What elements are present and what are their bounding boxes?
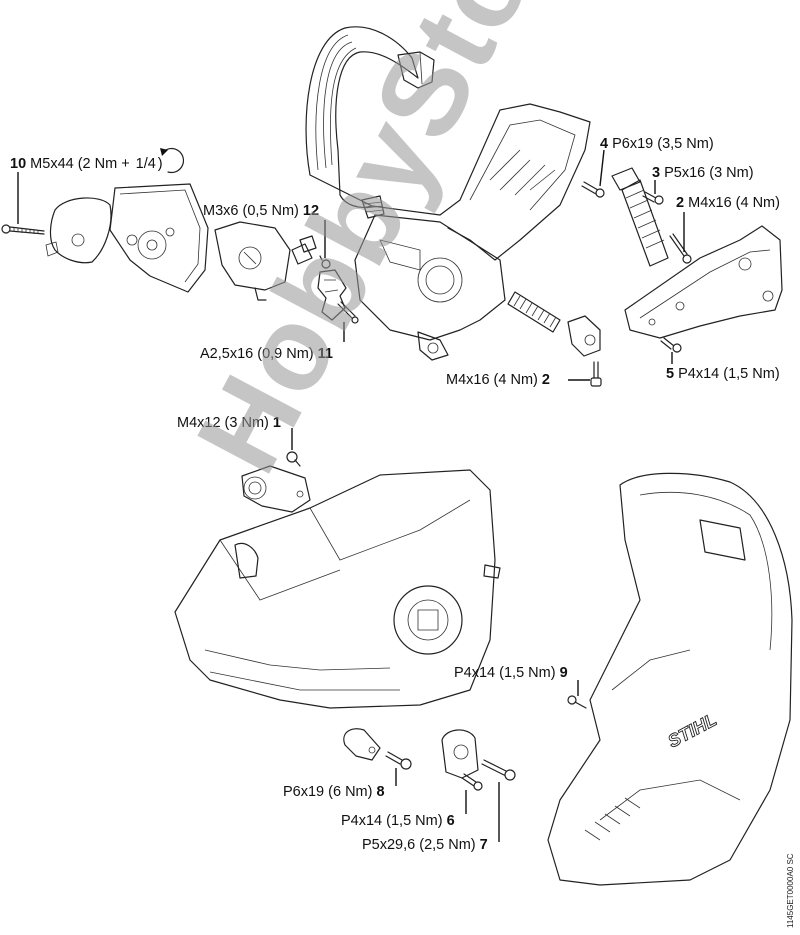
callout-spec: P5x16 (3 Nm): [664, 165, 754, 181]
screw-2-upper: [669, 233, 692, 264]
callout-tail: ): [157, 156, 163, 172]
callout-spec: M4x16 (4 Nm): [446, 372, 538, 388]
callout-num: 2: [541, 372, 550, 388]
callout-num: 5: [666, 366, 675, 382]
drawing-code: 1145GET0000A0 SC: [786, 853, 795, 928]
callout-num: 11: [317, 346, 334, 362]
callout-12: M3x6 (0,5 Nm) 12: [203, 204, 319, 219]
callout-3: 3 P5x16 (3 Nm): [652, 166, 754, 181]
callout-num: 9: [559, 665, 568, 681]
screw-7: [481, 759, 516, 781]
air-filter-cover: [45, 183, 209, 293]
callout-10: 10 M5x44 (2 Nm + 1/4): [10, 157, 163, 172]
quarter-turn-label: 1/4: [135, 156, 156, 172]
callout-num: 6: [446, 813, 455, 829]
callout-8: P6x19 (6 Nm) 8: [283, 785, 385, 800]
throttle-lever: [317, 269, 347, 321]
quarter-turn-icon: [160, 147, 185, 174]
callout-num: 4: [600, 136, 609, 152]
carburetor: [214, 221, 317, 301]
callout-spec: P6x19 (3,5 Nm): [612, 136, 714, 152]
callout-num: 7: [479, 837, 488, 853]
top-housing: [354, 103, 591, 361]
callout-spec: P6x19 (6 Nm): [283, 784, 373, 800]
screw-10: [1, 224, 45, 235]
leader-lines: [17, 149, 685, 842]
rear-handle-housing: STIHL: [547, 472, 793, 886]
screw-2-lower: [590, 361, 602, 387]
callout-spec: P4x14 (1,5 Nm): [454, 665, 556, 681]
callout-spec: P4x14 (1,5 Nm): [341, 813, 443, 829]
callout-5: 5 P4x14 (1,5 Nm): [666, 367, 780, 382]
front-handle: [305, 26, 435, 219]
callout-spec: M3x6 (0,5 Nm): [203, 203, 299, 219]
stihl-logo: STIHL: [664, 709, 719, 751]
callout-9: P4x14 (1,5 Nm) 9: [454, 666, 568, 681]
screw-9: [567, 695, 587, 709]
callout-4: 4 P6x19 (3,5 Nm): [600, 137, 714, 152]
screw-12: [319, 255, 331, 269]
callout-1: M4x12 (3 Nm) 1: [177, 416, 281, 431]
screw-6: [461, 773, 483, 791]
intake-flange: [241, 465, 311, 513]
rear-handle-cover: [624, 225, 783, 339]
callout-num: 10: [10, 156, 27, 172]
callout-11: A2,5x16 (0,9 Nm) 11: [200, 347, 333, 362]
screw-11: [337, 301, 359, 324]
screw-1: [286, 451, 301, 467]
callout-num: 2: [676, 195, 685, 211]
screw-3: [642, 191, 664, 205]
screw-8: [385, 751, 412, 770]
callout-num: 1: [272, 415, 281, 431]
callout-2-lower: M4x16 (4 Nm) 2: [446, 373, 550, 388]
callout-num: 12: [302, 203, 320, 219]
callout-num: 3: [652, 165, 661, 181]
callout-2-upper: 2 M4x16 (4 Nm): [676, 196, 780, 211]
callout-7: P5x29,6 (2,5 Nm) 7: [362, 838, 488, 853]
callout-spec: M4x12 (3 Nm): [177, 415, 269, 431]
crankcase-engine: [174, 469, 501, 709]
buffer-spring-lower: [507, 291, 601, 357]
spring-mount: [441, 729, 479, 779]
cable-clamp: [343, 728, 381, 761]
callout-num: 8: [376, 784, 385, 800]
callout-6: P4x14 (1,5 Nm) 6: [341, 814, 455, 829]
callout-spec: P4x14 (1,5 Nm): [678, 366, 780, 382]
callout-spec: M4x16 (4 Nm): [688, 195, 780, 211]
screw-4: [581, 181, 605, 198]
callout-spec: M5x44 (2 Nm +: [30, 156, 134, 172]
callout-spec: A2,5x16 (0,9 Nm): [200, 346, 314, 362]
buffer-spring-upper: [611, 167, 669, 267]
callout-spec: P5x29,6 (2,5 Nm): [362, 837, 476, 853]
screw-5: [660, 337, 682, 353]
